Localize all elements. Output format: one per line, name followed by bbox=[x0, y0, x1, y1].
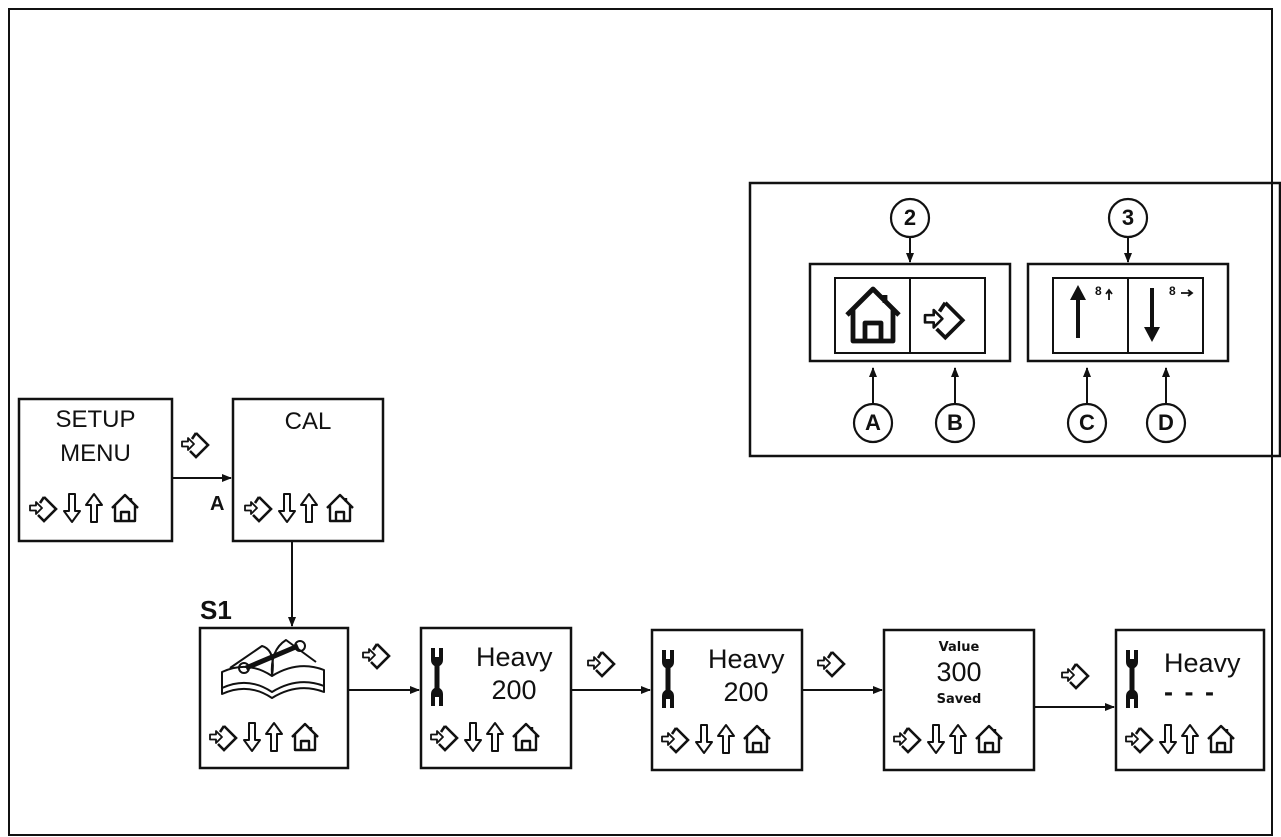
callout-2-label: 2 bbox=[903, 205, 917, 230]
saved-bottom: Saved bbox=[936, 692, 982, 707]
key-c-label: C bbox=[1079, 410, 1095, 435]
enter-icon bbox=[1060, 662, 1090, 690]
legend-panel bbox=[748, 181, 1281, 458]
up-sup-label: 8 bbox=[1095, 284, 1102, 298]
screen-setup-menu bbox=[17, 397, 174, 543]
step-label: S1 bbox=[200, 595, 232, 625]
screen-saved bbox=[882, 628, 1036, 772]
heavy-3-value: - - - bbox=[1164, 677, 1216, 707]
key-b-label: B bbox=[947, 410, 963, 435]
enter-icon bbox=[361, 642, 391, 670]
heavy-3-label: Heavy bbox=[1164, 648, 1241, 678]
enter-icon bbox=[816, 650, 846, 678]
saved-top: Value bbox=[938, 640, 980, 655]
screen-heavy-1 bbox=[419, 626, 573, 770]
enter-icon bbox=[923, 300, 965, 340]
key-a-label: A bbox=[865, 410, 881, 435]
heavy-1-label: Heavy bbox=[476, 642, 553, 672]
heavy-2-label: Heavy bbox=[708, 644, 785, 674]
cal-title: CAL bbox=[284, 408, 332, 435]
screen-heavy-3 bbox=[1114, 628, 1266, 772]
screen-cal bbox=[231, 397, 385, 543]
enter-icon bbox=[586, 650, 616, 678]
wrench-icon bbox=[662, 650, 674, 708]
key-d-label: D bbox=[1158, 410, 1174, 435]
home-icon bbox=[847, 289, 899, 341]
down-sup-label: 8 bbox=[1169, 284, 1176, 298]
heavy-2-value: 200 bbox=[723, 677, 769, 707]
screen-heavy-2 bbox=[650, 628, 804, 772]
wrench-icon bbox=[1126, 650, 1138, 708]
heavy-1-value: 200 bbox=[491, 675, 537, 705]
arrow-label-a: A bbox=[210, 493, 225, 515]
down-arrow-icon bbox=[1144, 288, 1160, 342]
enter-icon bbox=[180, 431, 210, 459]
wrench-icon bbox=[431, 648, 443, 706]
screen-s1 bbox=[198, 626, 350, 770]
setup-menu-line1: SETUP bbox=[55, 406, 136, 433]
saved-value: 300 bbox=[936, 657, 982, 687]
up-arrow-icon bbox=[1070, 285, 1086, 338]
page-border bbox=[8, 8, 1273, 836]
manual-book-icon bbox=[221, 639, 325, 699]
legend-group-2 bbox=[808, 262, 1012, 363]
callout-3-label: 3 bbox=[1121, 205, 1135, 230]
legend-group-3 bbox=[1026, 262, 1230, 363]
setup-menu-line2: MENU bbox=[60, 440, 131, 467]
